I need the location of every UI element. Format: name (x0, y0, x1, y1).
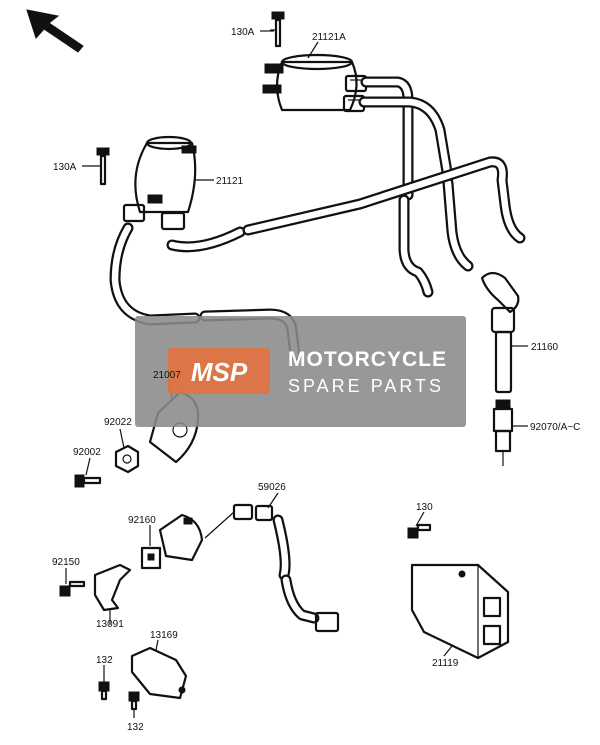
label-coil-left: 21121 (216, 176, 244, 187)
label-bracket-lower: 13169 (150, 630, 178, 641)
label-bolt-igniter: 130 (416, 502, 433, 513)
label-bolt-left: 130A (53, 162, 77, 173)
high-tension-leads (109, 76, 526, 361)
watermark-subtitle: SPARE PARTS (288, 376, 444, 396)
label-nut: 92022 (104, 417, 132, 428)
label-coil-top: 21121A (312, 32, 346, 43)
pickup-coil-92160 (140, 513, 204, 570)
label-bolt-plate: 92002 (73, 447, 101, 458)
bolt-132-a (98, 681, 110, 701)
bolt-92002 (74, 474, 102, 488)
label-pickup: 92160 (128, 515, 156, 526)
label-wire-lead: 59026 (258, 482, 286, 493)
watermark-background (135, 316, 466, 427)
ignition-coil-21121 (122, 135, 197, 231)
label-plug-cap: 21160 (531, 342, 559, 353)
bolt-130a-left (96, 147, 110, 186)
wire-lead-59026 (204, 503, 340, 633)
watermark-logo-badge (168, 348, 270, 394)
label-spark-plug: 92070/A~C (530, 422, 580, 433)
spark-plug-cap-21160 (480, 271, 520, 394)
part-labels: 130A 21121A 130A 21121 21160 92070/A~C 2… (52, 27, 580, 733)
bolt-130 (407, 523, 432, 539)
nut-92022 (114, 444, 140, 474)
label-screw-bracket: 92150 (52, 557, 80, 568)
arrow-up-left-icon (26, 9, 84, 53)
watermark: MSP MOTORCYCLE SPARE PARTS (135, 316, 466, 427)
bolt-130a-top (270, 11, 285, 48)
screw-92150 (59, 580, 86, 597)
label-igniter: 21119 (432, 658, 459, 669)
label-bolt-low1: 132 (96, 655, 113, 666)
watermark-title: MOTORCYCLE (288, 348, 447, 371)
ignition-coil-21121a (262, 53, 368, 113)
label-plate: 21007 (153, 370, 181, 381)
bolt-132-b (128, 691, 140, 711)
bracket-13091 (93, 563, 132, 612)
igniter-21119 (410, 563, 510, 660)
label-bracket: 13091 (96, 619, 124, 630)
label-bolt-low2: 132 (127, 722, 144, 733)
bracket-13169 (130, 646, 188, 700)
label-bolt-top: 130A (231, 27, 255, 38)
watermark-logo: MSP (191, 357, 248, 387)
spark-plug (492, 399, 514, 466)
